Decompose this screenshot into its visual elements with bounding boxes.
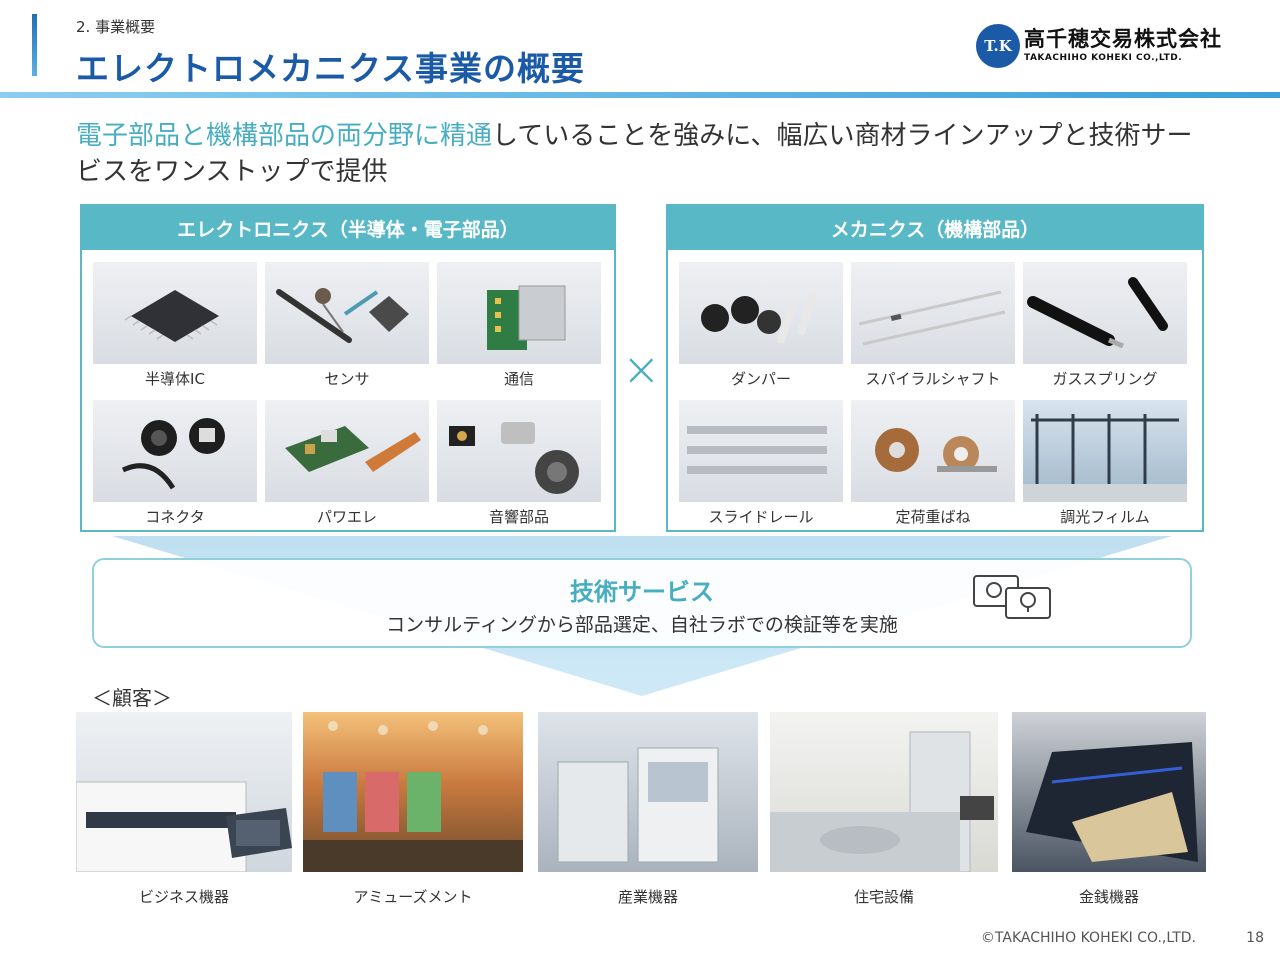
- lead-statement: 電子部品と機構部品の両分野に精通していることを強みに、幅広い商材ラインアップと技…: [76, 118, 1206, 190]
- damper-image: [679, 262, 843, 364]
- lead-rest: していることを強みに、幅広い商材ラインアップと技術サービスをワンストップで提供: [76, 121, 1193, 187]
- section-label: 2. 事業概要: [76, 18, 156, 36]
- connector-image: [93, 400, 257, 502]
- semiconductor-ic-image: [93, 262, 257, 364]
- mechanics-panel-title: メカニクス（機構部品）: [668, 206, 1202, 250]
- page-title: エレクトロメカニクス事業の概要: [76, 49, 586, 88]
- customer-label: 金銭機器: [1078, 888, 1139, 906]
- lead-highlight: 電子部品と機構部品の両分野に精通: [76, 121, 493, 151]
- product-label: ガススプリング: [1052, 370, 1158, 388]
- product-connector: コネクタ: [92, 400, 258, 538]
- customer-amusement: アミューズメント: [303, 712, 523, 907]
- customer-housing-equipment: 住宅設備: [770, 712, 998, 907]
- mechanics-panel: メカニクス（機構部品） ダンパー スパイラルシャフト: [666, 204, 1204, 532]
- slide-rail-image: [679, 400, 843, 502]
- sensor-image: [265, 262, 429, 364]
- customers-label: ＜顧客＞: [92, 686, 172, 710]
- industrial-equipment-image: [538, 712, 758, 872]
- product-label: コネクタ: [145, 508, 205, 526]
- product-acoustic: 音響部品: [436, 400, 602, 538]
- customer-label: アミューズメント: [353, 888, 473, 906]
- power-electronics-image: [265, 400, 429, 502]
- product-label: センサ: [324, 370, 370, 388]
- service-title: 技術サービス: [570, 578, 714, 606]
- business-equipment-image: [76, 712, 292, 872]
- acoustic-parts-image: [437, 400, 601, 502]
- product-label: 半導体IC: [145, 370, 205, 388]
- title-divider: [0, 92, 1280, 98]
- constant-force-spring-image: [851, 400, 1015, 502]
- product-sensor: センサ: [264, 262, 430, 400]
- title-accent-bar: [32, 14, 37, 76]
- product-label: パワエレ: [316, 508, 377, 526]
- technical-service-box: 技術サービス コンサルティングから部品選定、自社ラボでの検証等を実施: [92, 558, 1192, 648]
- electronics-panel: エレクトロニクス（半導体・電子部品） 半導体IC: [80, 204, 616, 532]
- amusement-image: [303, 712, 523, 872]
- product-communication: 通信: [436, 262, 602, 400]
- customer-label: ビジネス機器: [138, 888, 229, 906]
- product-spiral-shaft: スパイラルシャフト: [850, 262, 1016, 400]
- times-symbol: ×: [622, 342, 661, 396]
- customer-cash-handling: 金銭機器: [1012, 712, 1206, 907]
- logo-company-name-jp: 高千穂交易株式会社: [1024, 27, 1222, 51]
- product-label: 調光フィルム: [1060, 508, 1150, 526]
- customer-label: 住宅設備: [853, 888, 914, 906]
- customer-business-equipment: ビジネス機器: [76, 712, 292, 907]
- product-damper: ダンパー: [678, 262, 844, 400]
- product-label: スパイラルシャフト: [865, 370, 1001, 388]
- housing-equipment-image: [770, 712, 998, 872]
- gas-spring-image: [1023, 262, 1187, 364]
- service-description: コンサルティングから部品選定、自社ラボでの検証等を実施: [386, 614, 898, 636]
- electronics-panel-title: エレクトロニクス（半導体・電子部品）: [82, 206, 614, 250]
- logo-mark: T.K: [976, 24, 1020, 68]
- product-label: ダンパー: [730, 370, 791, 388]
- spiral-shaft-image: [851, 262, 1015, 364]
- product-semiconductor-ic: 半導体IC: [92, 262, 258, 400]
- product-power-electronics: パワエレ: [264, 400, 430, 538]
- logo-company-name-en: TAKACHIHO KOHEKI CO.,LTD.: [1024, 53, 1183, 63]
- product-dimming-film: 調光フィルム: [1022, 400, 1188, 538]
- product-label: 通信: [503, 370, 534, 388]
- product-label: 定荷重ばね: [895, 508, 971, 526]
- copyright: ©TAKACHIHO KOHEKI CO.,LTD.: [980, 930, 1196, 946]
- product-label: スライドレール: [708, 508, 814, 526]
- cash-handling-image: [1012, 712, 1206, 872]
- page-number: 18: [1246, 930, 1264, 946]
- product-gas-spring: ガススプリング: [1022, 262, 1188, 400]
- customer-label: 産業機器: [617, 888, 678, 906]
- customer-industrial-equipment: 産業機器: [538, 712, 758, 907]
- product-label: 音響部品: [488, 508, 549, 526]
- company-logo: T.K 高千穂交易株式会社 TAKACHIHO KOHEKI CO.,LTD.: [976, 24, 1222, 68]
- product-constant-force-spring: 定荷重ばね: [850, 400, 1016, 538]
- consulting-icon: [973, 575, 1051, 619]
- dimming-film-image: [1023, 400, 1187, 502]
- communication-module-image: [437, 262, 601, 364]
- product-slide-rail: スライドレール: [678, 400, 844, 538]
